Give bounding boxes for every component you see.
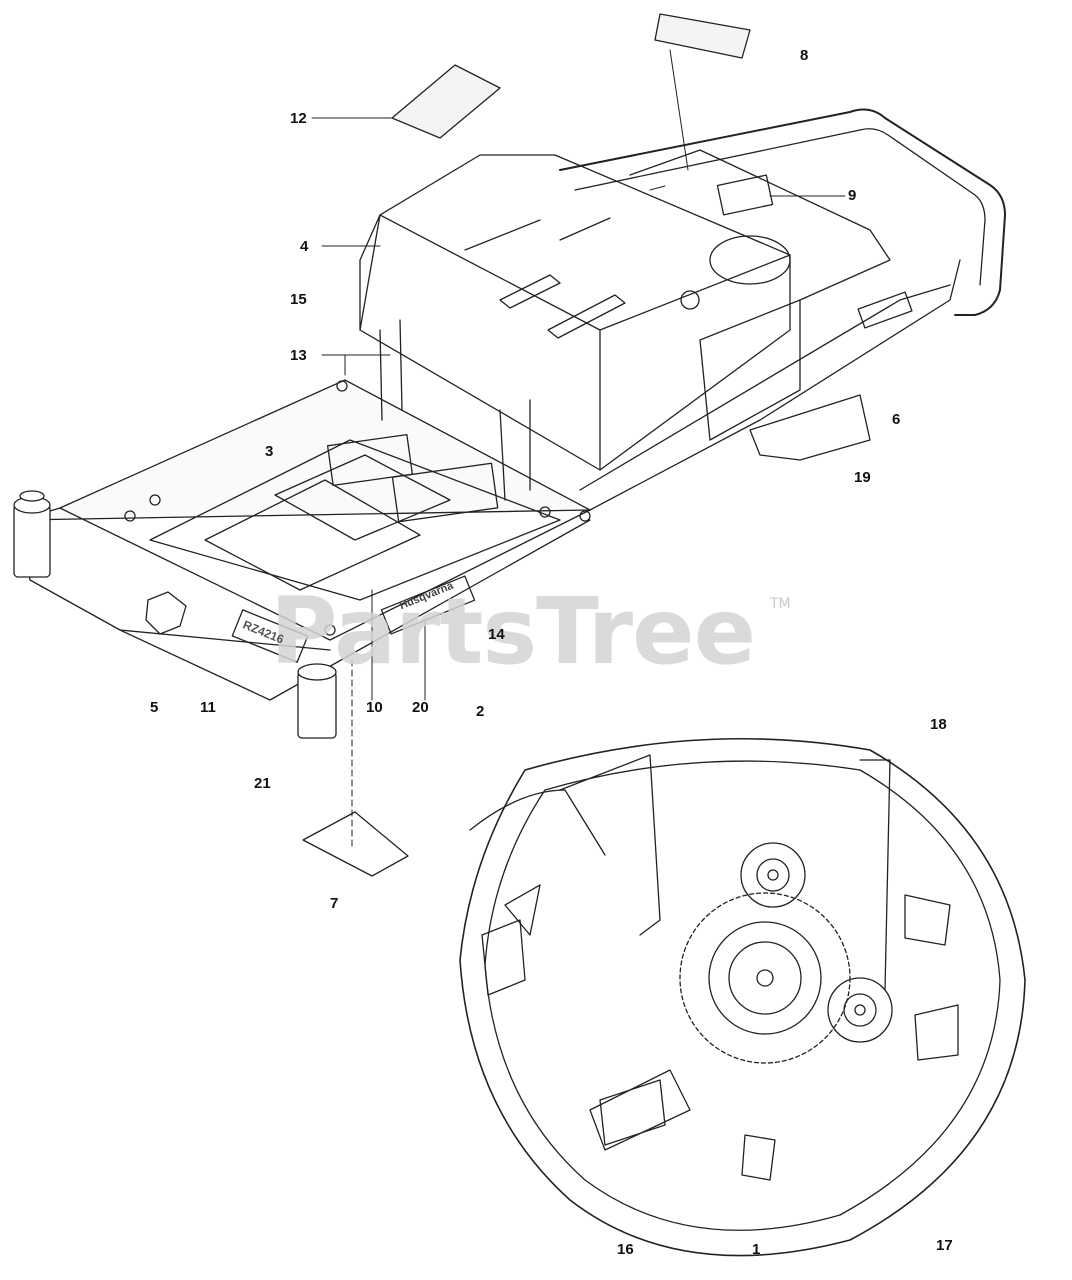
mower-deck xyxy=(459,737,1026,1257)
watermark: PartsTree xyxy=(270,578,756,685)
body-assembly xyxy=(326,108,1006,523)
callout-11: 11 xyxy=(200,699,216,716)
callout-6: 6 xyxy=(892,411,901,428)
callout-18: 18 xyxy=(930,716,947,733)
callout-7: 7 xyxy=(330,895,339,912)
callout-20: 20 xyxy=(412,699,429,716)
callout-1: 1 xyxy=(752,1241,761,1258)
mower-frame xyxy=(13,259,961,739)
callout-15: 15 xyxy=(290,291,307,308)
callout-9: 9 xyxy=(848,187,857,204)
callout-8: 8 xyxy=(800,47,809,64)
callout-2: 2 xyxy=(476,703,485,720)
callout-12: 12 xyxy=(290,110,307,127)
watermark-trademark: TM xyxy=(770,596,791,612)
callout-17: 17 xyxy=(936,1237,953,1254)
callout-19: 19 xyxy=(854,469,871,486)
loose-decals xyxy=(302,13,751,877)
callout-4: 4 xyxy=(300,238,309,255)
callout-16: 16 xyxy=(617,1241,634,1258)
callout-3: 3 xyxy=(265,443,274,460)
callout-10: 10 xyxy=(366,699,383,716)
callout-13: 13 xyxy=(290,347,307,364)
callout-21: 21 xyxy=(254,775,271,792)
callout-5: 5 xyxy=(150,699,159,716)
leader-lines xyxy=(311,49,846,851)
callout-14: 14 xyxy=(488,626,505,643)
